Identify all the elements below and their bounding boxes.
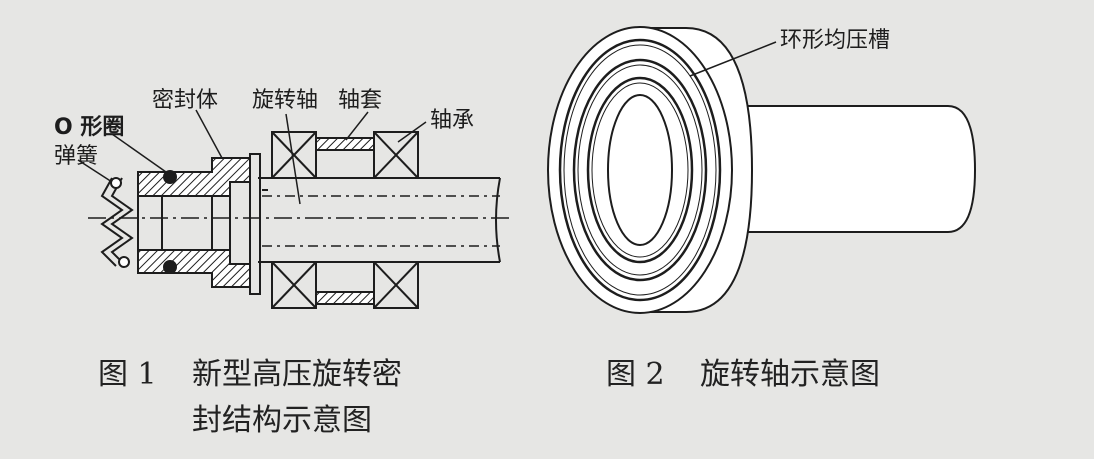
figure1-seal-diagram	[77, 109, 512, 309]
sleeve-label: 轴套	[338, 88, 383, 113]
groove-rings	[558, 38, 722, 302]
spring-shape	[100, 177, 134, 268]
figure2-shaft-diagram	[547, 26, 977, 314]
figure1-leaders	[77, 109, 427, 205]
groove-leader	[689, 41, 777, 77]
bearing-label: 轴承	[430, 108, 475, 133]
figure1-number: 图 1	[98, 357, 157, 392]
bearing-shape	[271, 131, 419, 309]
figure2-caption: 旋转轴示意图	[700, 357, 880, 392]
sleeve-shape	[315, 137, 375, 305]
spring-label: 弹簧	[54, 144, 99, 169]
shaft-cylinder	[700, 105, 977, 233]
shaft-flange-shape	[229, 153, 261, 295]
disc-face	[547, 26, 733, 314]
groove-label: 环形均压槽	[780, 28, 891, 53]
seal-body-label: 密封体	[152, 88, 219, 113]
figure1-caption-line1: 新型高压旋转密	[192, 357, 402, 392]
figure1-caption-line2: 封结构示意图	[192, 403, 372, 438]
seal-body-shape	[137, 157, 251, 288]
o-ring-shape	[163, 170, 177, 274]
rotating-shaft-label: 旋转轴	[252, 88, 319, 113]
o-ring-label: O 形圈	[54, 115, 125, 140]
shaft-shape	[258, 177, 501, 263]
figure2-number: 图 2	[606, 357, 665, 392]
